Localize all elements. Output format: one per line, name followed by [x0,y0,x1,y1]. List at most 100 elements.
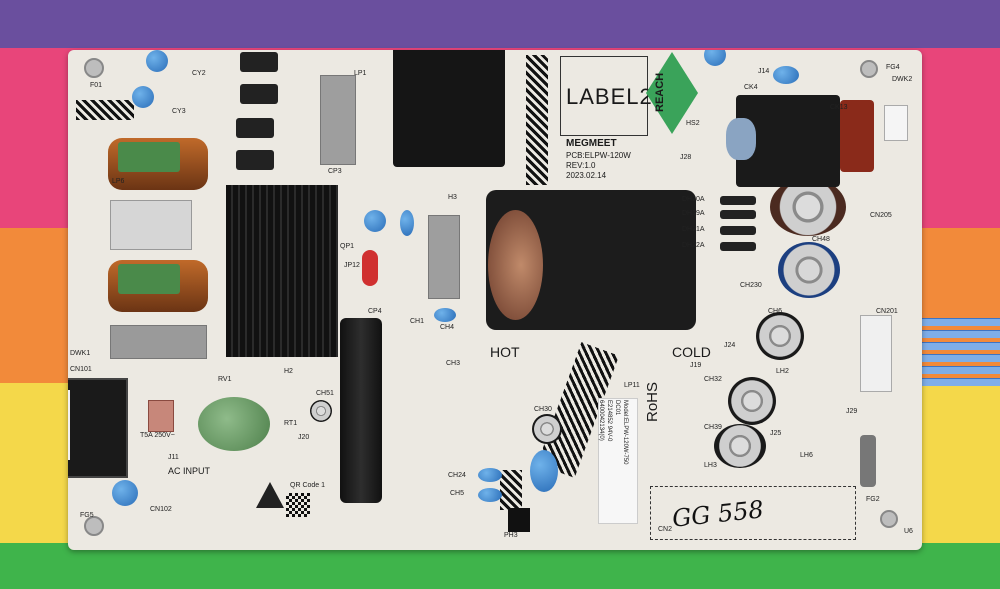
optocoupler [508,508,530,532]
y-capacitor [704,50,726,66]
y-capacitor [132,86,154,108]
choke-label [118,264,180,294]
small-capacitor [310,400,332,422]
ac-input-connector [68,378,128,478]
designator: CN2 [658,526,673,533]
fuse [148,400,174,432]
designator: CH48 [812,236,830,243]
designator: J11 [168,454,179,461]
hatch-zone [500,470,522,510]
x-capacitor [110,325,207,359]
designator: J20 [298,434,310,441]
designator: CN205 [870,212,892,219]
transformer-winding [488,210,543,320]
y-capacitor [478,468,502,482]
designator: LH2 [776,368,789,375]
designator: CH30 [534,406,552,413]
designator: HS2 [686,120,700,127]
designator: LP1 [354,70,367,77]
designator: CH4 [440,324,455,331]
revision-text: REV:1.0 [566,161,596,170]
designator: PH3 [504,532,518,539]
designator: CK4 [744,84,758,91]
qr-label: QR Code 1 [290,482,326,489]
designator: H3 [448,194,457,201]
mounting-hole-top-right [860,60,878,78]
designator: FG2 [866,496,880,503]
ac-input-pin [68,390,70,460]
hatch-zone [526,55,548,185]
y-capacitor [112,480,138,506]
hot-label: HOT [490,344,520,360]
y-capacitor [434,308,456,322]
bridge-diode [240,52,278,72]
designator: CP4 [368,308,382,315]
designator: CY3 [172,108,186,115]
output-diode [720,196,756,205]
designator: CH39 [704,424,722,431]
bridge-diode [236,118,274,138]
connector [884,105,908,141]
pcb-board: LABEL2 REACH MEGMEET PCB:ELPW-120W REV:1… [68,50,922,550]
designator: CH6 [768,308,783,315]
cold-label: COLD [672,344,711,360]
qr-code [286,493,310,517]
designator: CH5 [450,490,465,497]
date-text: 2023.02.14 [566,171,607,180]
red-resistor [362,250,378,286]
designator: RV1 [218,376,232,383]
sticker-line: Model:ELPW-120W-750 [622,400,628,465]
designator: CH230 [740,282,762,289]
dashed-area [650,486,856,540]
designator: F01 [90,82,103,89]
mounting-hole-bottom-left [84,516,104,536]
designator: LP11 [624,382,640,389]
designator: CN102 [150,506,172,513]
green-stripe [0,543,1000,589]
designator: QP1 [340,243,355,250]
y-capacitor [530,450,558,492]
designator: LP6 [112,178,125,185]
rohs-mark: RoHS [644,381,661,422]
designator: FG4 [886,64,900,71]
designator: CH32 [704,376,722,383]
y-capacitor [146,50,168,72]
capacitor-cp3 [320,75,356,165]
designator: J14 [758,68,770,75]
designator: DWK1 [70,350,91,357]
label-box [560,56,648,136]
designator: CH51 [316,390,334,397]
designator: CK13 [830,104,848,111]
purple-stripe [0,0,1000,48]
designator: H2 [284,368,293,375]
sticker-line: 6400042134(0) [598,400,604,441]
designator: DH19A [682,210,705,217]
designator: CN201 [876,308,898,315]
designator: JP12 [344,262,360,269]
ac-input-label: AC INPUT [168,466,211,476]
output-diode [720,226,756,235]
sticker-line: DC01 [614,400,620,416]
designator: J29 [846,408,858,415]
designator: J28 [680,154,692,161]
bridge-diode [240,84,278,104]
label-box-text: LABEL2 [566,84,653,109]
designator: J19 [690,362,702,369]
output-capacitor [778,242,840,298]
designator: CP3 [328,168,342,175]
y-capacitor [478,488,502,502]
designator: CY2 [192,70,206,77]
inductor [860,435,876,487]
x-capacitor [110,200,192,250]
model-text: PCB:ELPW-120W [566,151,631,160]
y-capacitor [400,210,414,236]
brand-text: MEGMEET [566,138,617,149]
red-capacitor [840,100,874,172]
heatsink [226,185,338,357]
warning-icon [256,482,284,508]
designator: LH6 [800,452,813,459]
bridge-diode [236,150,274,170]
designator: CN101 [70,366,92,373]
blue-film-capacitor [726,118,756,160]
